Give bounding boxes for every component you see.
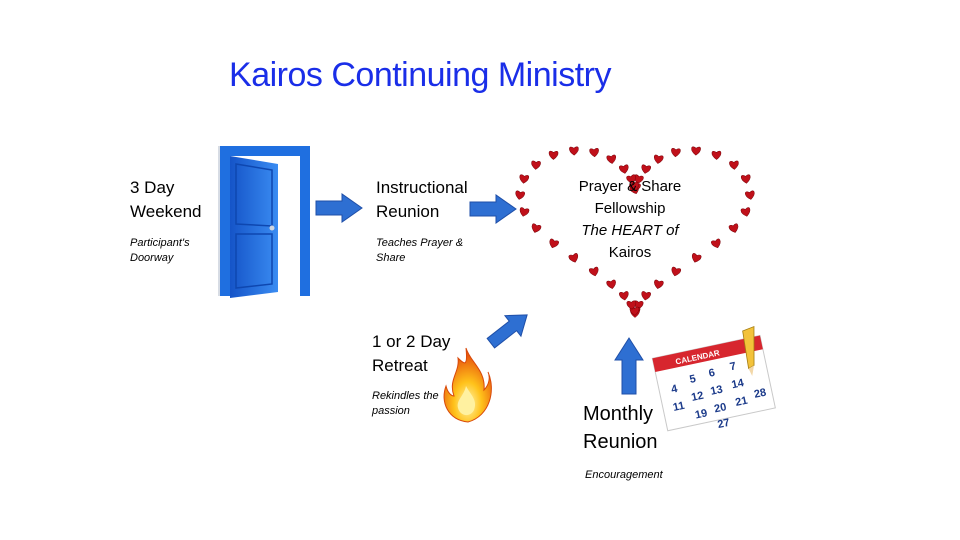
heart-line-4: Kairos — [608, 244, 652, 261]
heart-of-hearts-icon — [515, 146, 755, 318]
mini-heart-icon — [531, 160, 541, 170]
calendar-icon: CALENDAR 4 11 5 12 19 6 13 20 27 7 14 21… — [651, 325, 776, 432]
mini-heart-icon — [629, 181, 639, 192]
mini-heart-icon — [691, 146, 701, 156]
arrow-retreat-to-heart — [486, 314, 528, 349]
mini-heart-icon — [588, 266, 599, 277]
heart-line-2: Fellowship — [594, 200, 666, 217]
mini-heart-icon — [654, 154, 664, 164]
monthly-note: Encouragement — [585, 469, 663, 481]
cal-day: 27 — [716, 417, 730, 431]
cal-day: 14 — [730, 377, 745, 391]
weekend-label: 3 Day Weekend — [130, 178, 202, 221]
mini-heart-icon — [619, 291, 629, 301]
monthly-label: Monthly Reunion — [583, 403, 658, 453]
cal-day: 6 — [708, 367, 716, 380]
mini-heart-icon — [654, 279, 664, 289]
cal-day: 12 — [690, 390, 704, 404]
mini-heart-icon — [729, 160, 739, 170]
mini-heart-icon — [515, 190, 525, 200]
instructional-label: Instructional Reunion — [376, 178, 468, 221]
mini-heart-icon — [728, 223, 739, 233]
cal-day: 5 — [688, 373, 696, 386]
mini-heart-icon — [745, 190, 755, 200]
mini-heart-icon — [548, 150, 559, 160]
page-title: Kairos Continuing Ministry — [229, 56, 611, 94]
cal-day: 21 — [734, 395, 748, 409]
mini-heart-icon — [606, 279, 616, 289]
mini-heart-icon — [589, 148, 599, 158]
mini-heart-icon — [671, 148, 681, 158]
cal-day: 7 — [729, 360, 737, 373]
cal-day: 4 — [670, 383, 679, 396]
cal-day: 11 — [672, 400, 686, 414]
mini-heart-icon — [692, 253, 702, 263]
mini-heart-icon — [519, 174, 530, 184]
mini-heart-icon — [740, 207, 751, 217]
heart-line-1: Prayer & Share — [578, 178, 682, 195]
cal-day: 19 — [694, 407, 708, 421]
door-icon — [218, 146, 310, 298]
cal-day: 13 — [709, 384, 723, 398]
retreat-label: 1 or 2 Day Retreat — [372, 332, 451, 375]
instructional-note: Teaches Prayer & Share — [376, 237, 464, 264]
mini-heart-icon — [711, 238, 721, 249]
arrow-monthly-to-heart — [614, 337, 644, 395]
weekend-note: Participant's Doorway — [130, 237, 190, 264]
mini-heart-icon — [671, 266, 682, 277]
mini-heart-icon — [568, 253, 578, 263]
flame-icon — [443, 347, 492, 423]
mini-heart-icon — [606, 154, 616, 164]
mini-heart-icon — [641, 164, 652, 174]
mini-heart-icon — [641, 291, 651, 301]
mini-heart-icon — [711, 150, 722, 160]
mini-heart-icon — [531, 223, 542, 233]
cal-day: 20 — [713, 401, 727, 415]
heart-line-3: The HEART of — [581, 222, 679, 239]
mini-heart-icon — [519, 207, 530, 217]
arrow-instructional-to-heart — [469, 194, 517, 224]
mini-heart-icon — [740, 174, 751, 184]
retreat-note: Rekindles the passion — [372, 390, 439, 417]
mini-heart-icon — [626, 174, 636, 184]
mini-heart-icon — [618, 164, 629, 174]
arrow-weekend-to-instructional — [315, 193, 363, 223]
mini-heart-icon — [549, 238, 559, 249]
cal-day: 28 — [753, 387, 767, 401]
mini-heart-icon — [626, 300, 637, 310]
mini-heart-icon — [569, 146, 579, 156]
